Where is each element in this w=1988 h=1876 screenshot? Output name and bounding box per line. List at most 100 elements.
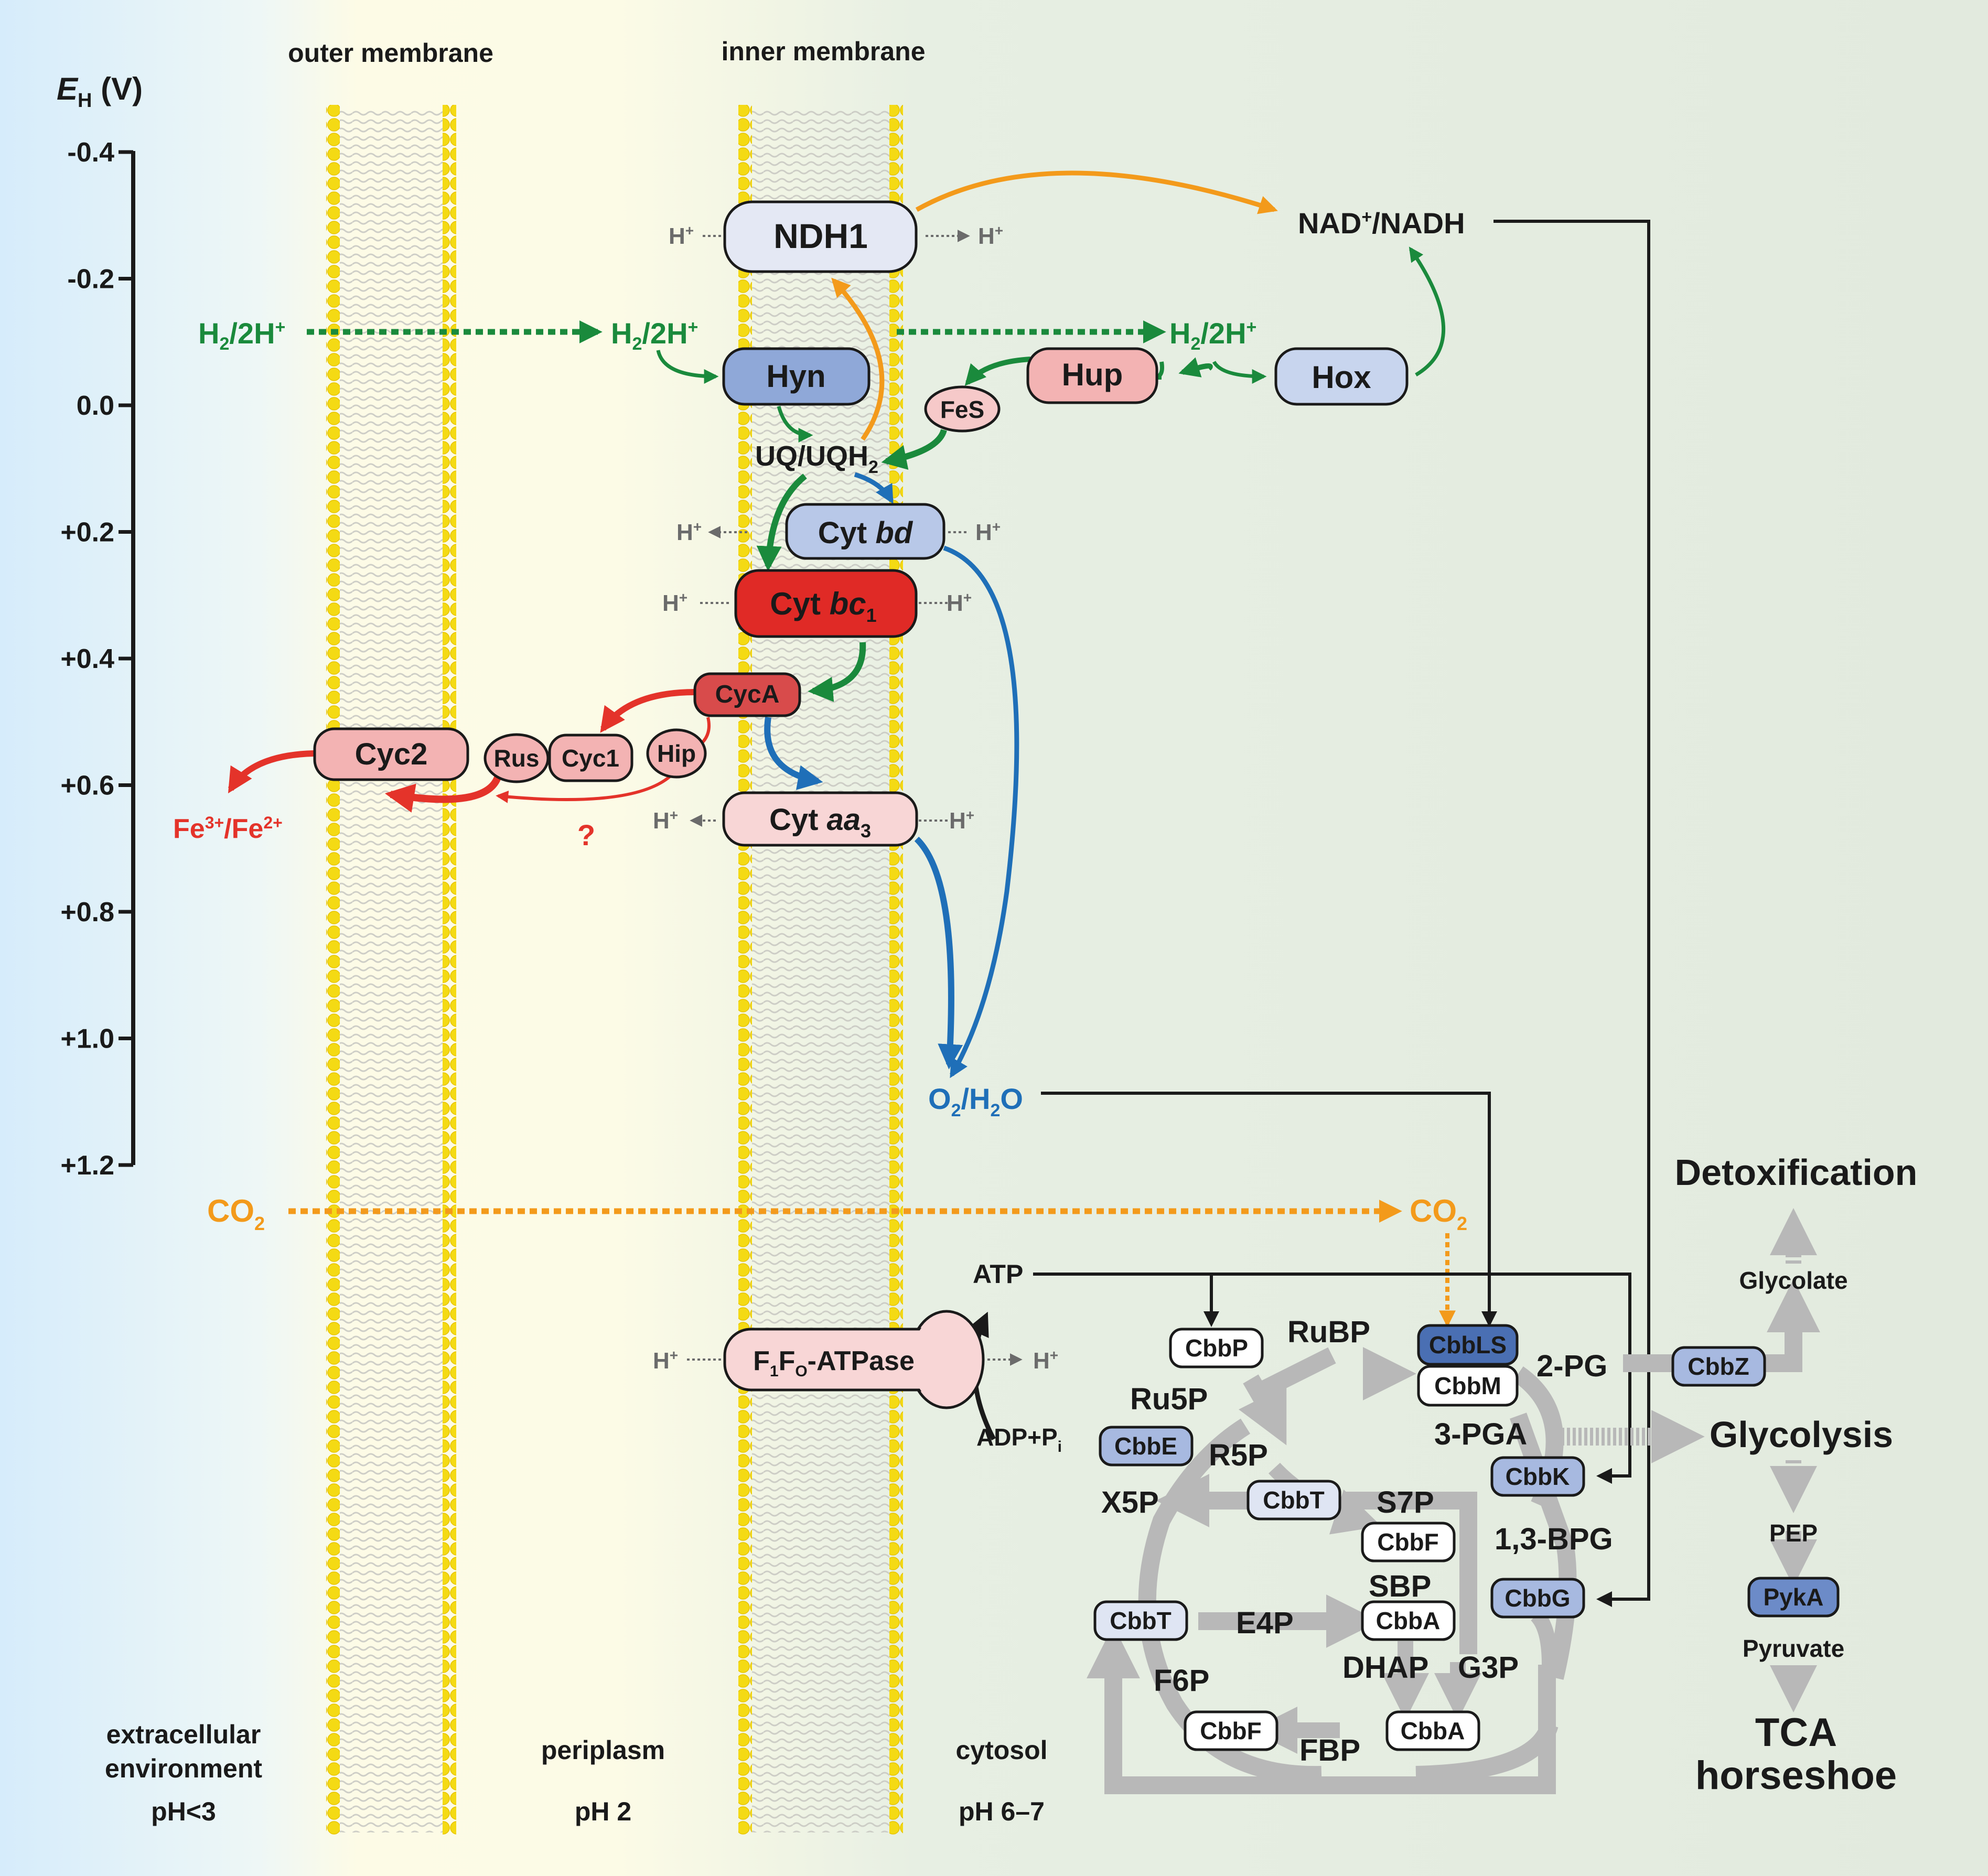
compartment-labels: extracellular environment pH<3 periplasm… [105, 1720, 1048, 1826]
pga: 3-PGA [1434, 1417, 1527, 1451]
enzyme-cbbf-upper: CbbF [1361, 1522, 1456, 1562]
complex-hyn: Hyn [722, 347, 871, 406]
svg-text:CbbT: CbbT [1263, 1486, 1325, 1514]
proton-aa3-out: H+ [653, 807, 678, 834]
co2-extracellular: CO2 [207, 1193, 265, 1234]
complex-cyca: CycA [693, 672, 801, 717]
r5p: R5P [1209, 1438, 1268, 1472]
enzyme-cbbz: CbbZ [1671, 1346, 1766, 1387]
enzyme-cbbt-upper: CbbT [1246, 1480, 1341, 1521]
extracellular-ph: pH<3 [151, 1797, 216, 1826]
unknown-carrier: ? [577, 818, 595, 851]
svg-text:CbbZ: CbbZ [1688, 1353, 1749, 1380]
nad-nadh: NAD+/NADH [1298, 207, 1465, 240]
complex-cyt-aa3: Cyt aa3 [722, 791, 918, 847]
cytosol-label: cytosol [955, 1735, 1047, 1765]
complex-hox: Hox [1274, 347, 1409, 406]
proton-atpase-out: H+ [653, 1347, 678, 1374]
complex-hip: Hip [646, 728, 707, 779]
adp-pi: ADP+Pi [976, 1424, 1062, 1455]
complex-cyt-bd: Cyt bd [785, 503, 945, 560]
enzyme-pyka: PykA [1747, 1577, 1840, 1618]
enzyme-cbbls: CbbLS [1417, 1324, 1519, 1366]
cycle-metabolites: RuBP Ru5P R5P X5P S7P SBP E4P DHAP G3P F… [1101, 1315, 1613, 1767]
proton-bc1-in: H+ [947, 589, 972, 616]
svg-text:Hip: Hip [657, 740, 696, 767]
enzyme-cbbg: CbbG [1490, 1578, 1585, 1619]
svg-text:CbbT: CbbT [1110, 1607, 1172, 1634]
enzyme-cbba-lower: CbbA [1385, 1710, 1480, 1751]
proton-aa3-in: H+ [949, 807, 974, 834]
red-paths [228, 689, 711, 813]
proton-bc1-out: H+ [662, 589, 687, 616]
detoxification: Detoxification [1675, 1152, 1918, 1193]
proton-pump-arrows [687, 230, 1023, 1366]
enzyme-cbba-upper: CbbA [1361, 1600, 1456, 1641]
x5p: X5P [1101, 1485, 1159, 1519]
svg-text:NDH1: NDH1 [773, 217, 868, 255]
proton-bd-in: H+ [975, 519, 1001, 545]
axis-tick-label: +0.4 [60, 644, 114, 674]
extracellular-label-1: extracellular [106, 1720, 261, 1749]
pyruvate: Pyruvate [1743, 1635, 1844, 1662]
svg-text:Cyt aa3: Cyt aa3 [769, 803, 871, 842]
fbp: FBP [1299, 1733, 1360, 1767]
proton-atpase-in: H+ [1033, 1347, 1058, 1374]
svg-text:Hup: Hup [1062, 357, 1123, 392]
pg2: 2-PG [1536, 1349, 1607, 1383]
cytosol-ph: pH 6–7 [959, 1797, 1045, 1826]
outer-membrane-label: outer membrane [288, 38, 493, 68]
bpg: 1,3-BPG [1495, 1522, 1613, 1556]
axis-tick-label: +1.0 [60, 1024, 114, 1054]
complex-cyt-bc1: Cyt bc1 [734, 569, 918, 638]
svg-text:Cyt bc1: Cyt bc1 [770, 586, 876, 626]
h2-cytosol: H2/2H+ [1169, 317, 1256, 354]
extracellular-label-2: environment [105, 1754, 262, 1783]
complex-ndh1: NDH1 [723, 200, 918, 273]
inner-membrane-label: inner membrane [721, 37, 925, 66]
pep: PEP [1769, 1519, 1818, 1547]
axis-title: EH (V) [57, 71, 143, 112]
svg-text:CbbK: CbbK [1506, 1463, 1570, 1490]
sbp: SBP [1369, 1569, 1431, 1603]
f6p: F6P [1154, 1664, 1209, 1698]
co2-cytosol: CO2 [1410, 1193, 1467, 1234]
cycle-enzymes: CbbP CbbLS CbbM CbbE CbbT CbbF CbbA CbbT… [1093, 1324, 1840, 1751]
proton-labels: H+ H+ H+ H+ H+ H+ H+ H+ H+ H+ [653, 222, 1058, 1374]
enzyme-cbbk: CbbK [1490, 1456, 1585, 1497]
tca-horseshoe: horseshoe [1695, 1753, 1897, 1798]
rubp: RuBP [1287, 1315, 1370, 1349]
blue-paths [764, 472, 1019, 1079]
axis-tick-label: 0.0 [77, 391, 114, 421]
periplasm-label: periplasm [541, 1735, 665, 1765]
enzyme-cbbf-lower: CbbF [1184, 1710, 1278, 1751]
enzyme-cbbe: CbbE [1099, 1426, 1194, 1467]
h2-extracellular: H2/2H+ [198, 317, 285, 354]
e4p: E4P [1236, 1606, 1294, 1640]
axis-tick-label: +0.8 [60, 897, 114, 928]
glycolate: Glycolate [1739, 1267, 1847, 1294]
svg-text:CbbE: CbbE [1114, 1432, 1177, 1460]
proton-ndh1-out: H+ [978, 222, 1003, 249]
fe3-fe2: Fe3+/Fe2+ [173, 813, 283, 844]
svg-text:Rus: Rus [494, 745, 540, 772]
svg-text:PykA: PykA [1763, 1583, 1823, 1611]
g3p: G3P [1458, 1651, 1519, 1685]
svg-text:Hox: Hox [1312, 360, 1371, 395]
complex-cyc2: Cyc2 [313, 727, 469, 781]
svg-text:Cyc1: Cyc1 [562, 745, 619, 772]
svg-text:F1FO-ATPase: F1FO-ATPase [753, 1346, 915, 1380]
s7p: S7P [1377, 1485, 1434, 1519]
svg-text:CbbA: CbbA [1376, 1607, 1441, 1634]
svg-text:CbbP: CbbP [1185, 1334, 1248, 1362]
svg-text:Hyn: Hyn [766, 359, 825, 394]
enzyme-cbbt-lower: CbbT [1093, 1600, 1188, 1641]
axis-tick-label: -0.2 [67, 264, 114, 295]
complex-atpase: F1FO-ATPase [723, 1310, 985, 1409]
orange-paths [288, 170, 1456, 1328]
svg-text:CbbM: CbbM [1434, 1372, 1501, 1399]
o2-h2o: O2/H2O [928, 1082, 1023, 1120]
complex-cyc1: Cyc1 [548, 734, 633, 782]
ru5p: Ru5P [1130, 1382, 1208, 1416]
